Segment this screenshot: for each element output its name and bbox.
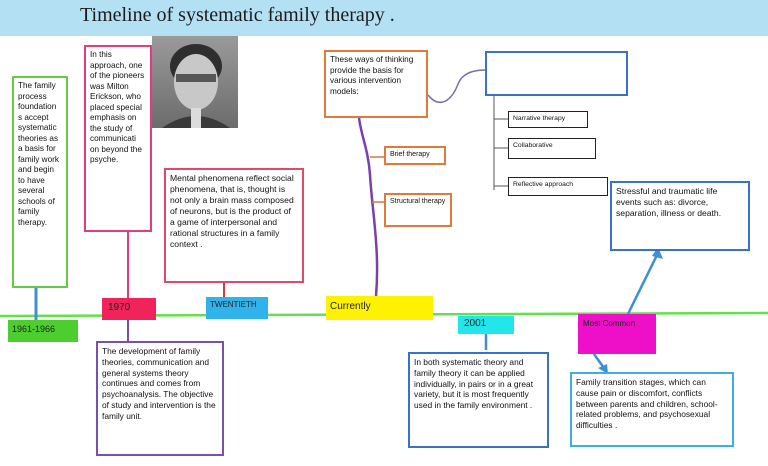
label-2001: 2001	[458, 316, 514, 334]
approaches-box	[485, 51, 628, 96]
erickson-box: In this approach, one of the pioneers wa…	[84, 45, 152, 232]
label-currently: Currently	[326, 296, 433, 320]
development-box: The development of family theories, comm…	[96, 341, 224, 456]
label-twentieth: TWENTIETH	[206, 297, 268, 319]
label-1961-1966: 1961-1966	[8, 320, 78, 342]
narrative-therapy-box: Narrative therapy	[508, 111, 588, 128]
label-most-common: Most Common	[578, 314, 656, 354]
page-title: Timeline of systematic family therapy .	[80, 4, 395, 26]
arrow-to-stressful	[626, 252, 660, 315]
arrow-to-transition	[592, 353, 606, 369]
collaborative-box: Collaborative	[508, 138, 596, 159]
connector-currently	[357, 94, 379, 297]
thinking-ways-box: These ways of thinking provide the basis…	[324, 50, 428, 118]
both-theories-box: In both systematic theory and family the…	[408, 352, 549, 448]
title-bar	[0, 0, 768, 36]
structural-therapy-box: Structural therapy	[384, 193, 452, 227]
family-process-box: The family process foundation s accept s…	[12, 76, 68, 288]
mental-phenomena-box: Mental phenomena reflect social phenomen…	[164, 168, 304, 283]
connector-approaches	[427, 69, 486, 104]
stressful-events-box: Stressful and traumatic life events such…	[610, 181, 750, 251]
label-1970: 1970	[102, 298, 156, 320]
milton-erickson-photo	[152, 36, 238, 128]
reflective-approach-box: Reflective approach	[508, 177, 608, 196]
brief-therapy-box: Brief therapy	[384, 146, 446, 165]
transition-stages-box: Family transition stages, which can caus…	[570, 372, 734, 447]
